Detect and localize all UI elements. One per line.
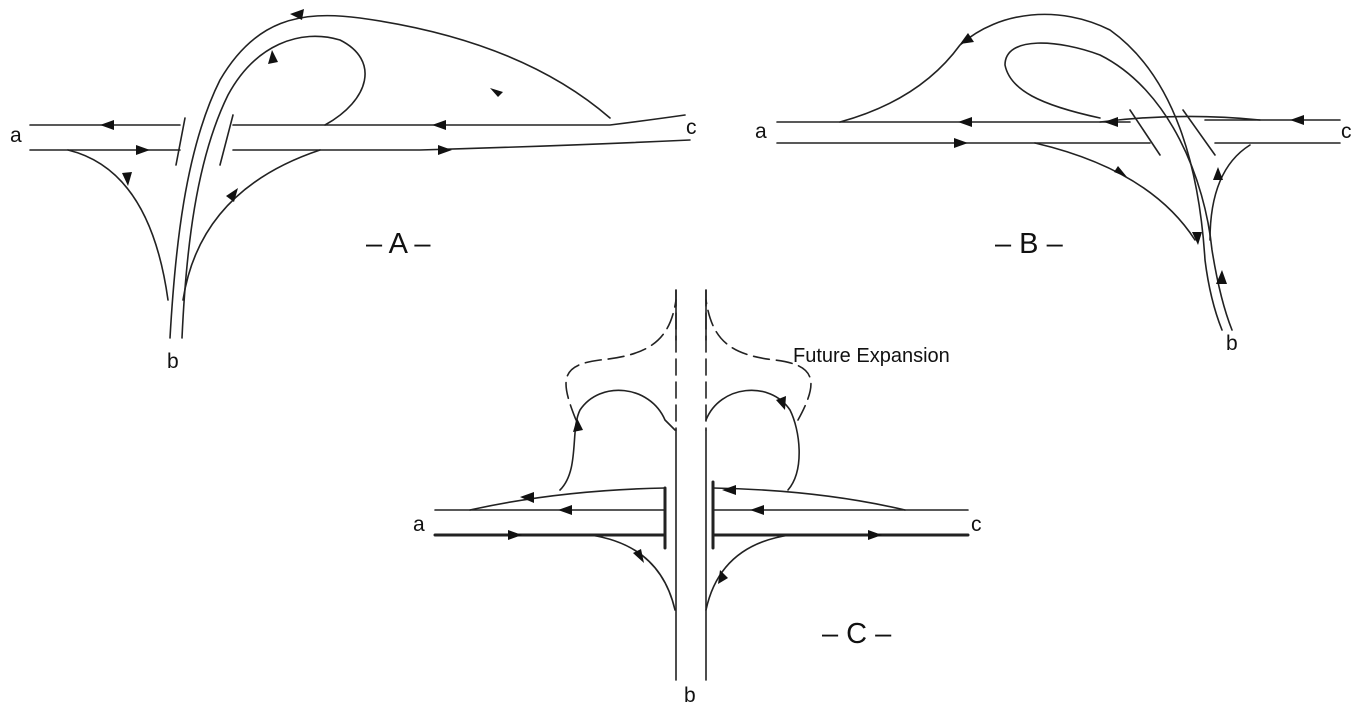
diagram-c-caption: – C – (822, 618, 892, 650)
diagram-c-arrow (776, 396, 786, 410)
diagram-b-bridge-right (1182, 109, 1216, 156)
diagram-b-ramp-upper (1099, 115, 1261, 123)
diagram-b-arrow (1216, 270, 1227, 284)
diagram-a-caption: – A – (366, 228, 431, 260)
diagram-c-arrow (722, 485, 736, 495)
diagram-c-arrow (633, 549, 644, 563)
diagram-b-ramp-left (1034, 142, 1196, 241)
diagram-b-crossroad-left (839, 13, 1223, 331)
diagram-a-arrow (290, 9, 304, 20)
diagram-b: a b c – B – (755, 13, 1352, 355)
diagram-c-arrow (520, 492, 534, 503)
diagram-c-arrow (508, 530, 522, 540)
diagram-a-label-c: c (686, 116, 697, 139)
diagram-c-label-a: a (413, 513, 425, 536)
diagram-c-arrow (750, 505, 764, 515)
diagram-a-crossroad-left (169, 14, 611, 339)
diagram-b-label-b: b (1226, 332, 1238, 355)
diagram-c-crossroad-future (675, 289, 707, 431)
diagram-a-bridge-right (219, 114, 234, 166)
diagram-c-left-future (565, 299, 677, 421)
diagram-b-arrow (1104, 117, 1118, 127)
diagram-a-crossroad-right (181, 35, 366, 339)
diagram-c-right-ramp-bottom (705, 534, 791, 611)
diagram-a-bridge-left (175, 117, 186, 166)
diagram-c: a b c Future Expansion – C – (413, 289, 982, 706)
diagram-c-left-ramp-top (469, 487, 666, 511)
diagram-c-left-loop (559, 389, 676, 491)
diagram-a-label-a: a (10, 124, 22, 147)
diagram-b-highway-upper (776, 119, 1341, 123)
diagram-c-arrow (558, 505, 572, 515)
diagram-b-bridge-left (1129, 109, 1161, 156)
diagram-a-arrow (122, 172, 132, 186)
diagram-c-future-note: Future Expansion (793, 345, 950, 367)
diagram-c-right-loop (705, 389, 800, 491)
diagram-a-arrow (432, 120, 446, 130)
diagram-a-highway-upper (29, 114, 686, 126)
diagram-b-arrow (1213, 167, 1223, 180)
diagram-a-arrow (438, 145, 452, 155)
diagram-a-highway-lower (29, 139, 691, 151)
diagram-c-arrow (573, 418, 583, 432)
diagram-b-ramp-right (1209, 144, 1251, 241)
diagram-a-label-b: b (167, 350, 179, 373)
diagram-a-arrow (268, 50, 278, 64)
diagram-a-arrow (136, 145, 150, 155)
diagram-c-right-ramp-top (712, 487, 906, 511)
diagram-c-right-future (705, 299, 812, 421)
diagram-b-label-c: c (1341, 120, 1352, 143)
diagram-c-arrow (868, 530, 882, 540)
diagram-a-arrow (490, 88, 503, 97)
diagram-b-caption: – B – (995, 228, 1064, 260)
diagram-c-left-ramp-bottom (589, 534, 676, 611)
diagram-c-label-b: b (684, 684, 696, 706)
diagram-b-arrow (1192, 232, 1202, 245)
diagram-b-arrow (958, 117, 972, 127)
diagram-c-arrow (718, 570, 728, 584)
diagram-a-arrow (100, 120, 114, 130)
diagram-c-label-c: c (971, 513, 982, 536)
diagram-b-arrow (954, 138, 968, 148)
diagram-a-arrow (226, 188, 238, 202)
diagram-b-arrow (1290, 115, 1304, 125)
diagram-b-arrow (960, 33, 974, 44)
diagram-a-ramp-right (182, 149, 321, 301)
diagram-b-arrow (1114, 166, 1127, 177)
diagram-b-label-a: a (755, 120, 767, 143)
diagram-b-crossroad-right (1004, 42, 1233, 331)
diagram-a-ramp-left (67, 149, 169, 301)
diagram-a: a b c – A – (10, 9, 697, 373)
